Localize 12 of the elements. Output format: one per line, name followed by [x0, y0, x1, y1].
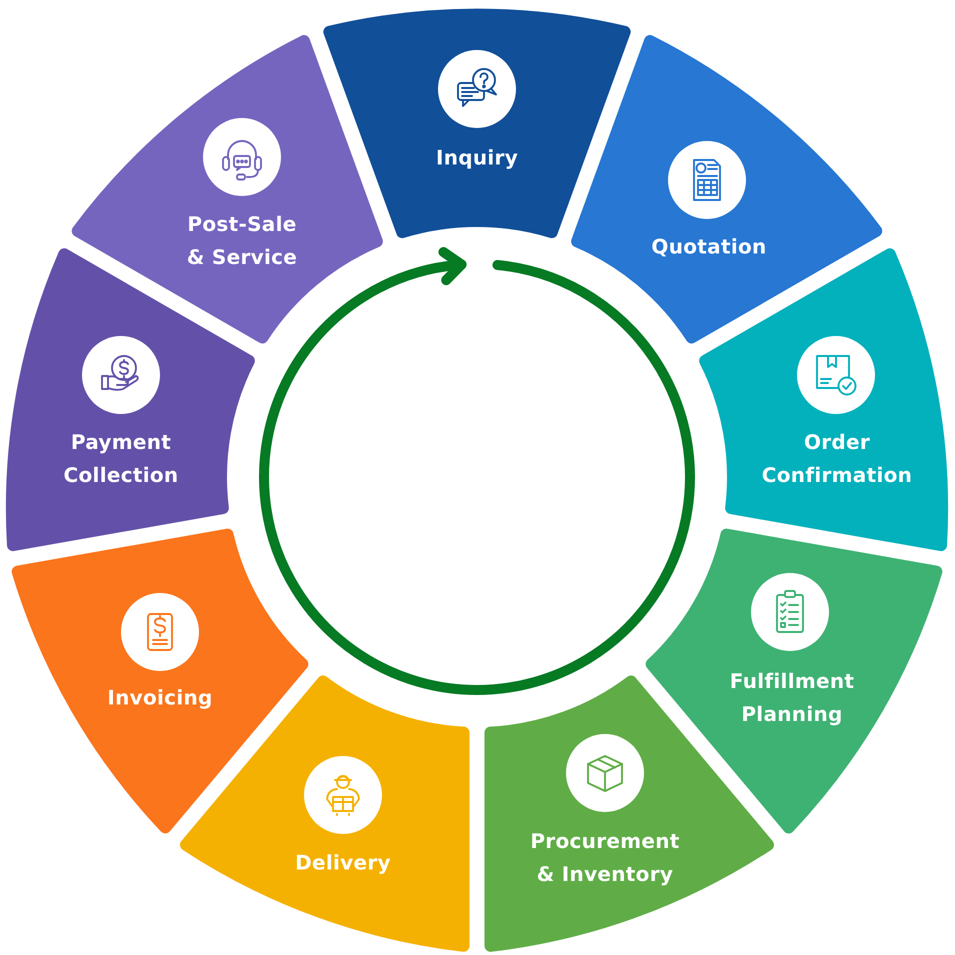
step-label: Procurement & Inventory	[529, 828, 681, 888]
step-label: Payment Collection	[62, 429, 180, 489]
ring-segment	[11, 528, 309, 834]
step-label: Invoicing	[106, 684, 214, 712]
step-label: Fulfillment Planning	[728, 668, 856, 728]
step-label: Delivery	[294, 850, 392, 876]
step-label: Order Confirmation	[760, 429, 914, 489]
step-label: Inquiry	[434, 144, 520, 172]
ring-segment	[71, 35, 383, 344]
ring-segment	[571, 35, 883, 344]
step-label: Quotation	[650, 234, 768, 260]
step-label: Post-Sale & Service	[186, 211, 298, 271]
